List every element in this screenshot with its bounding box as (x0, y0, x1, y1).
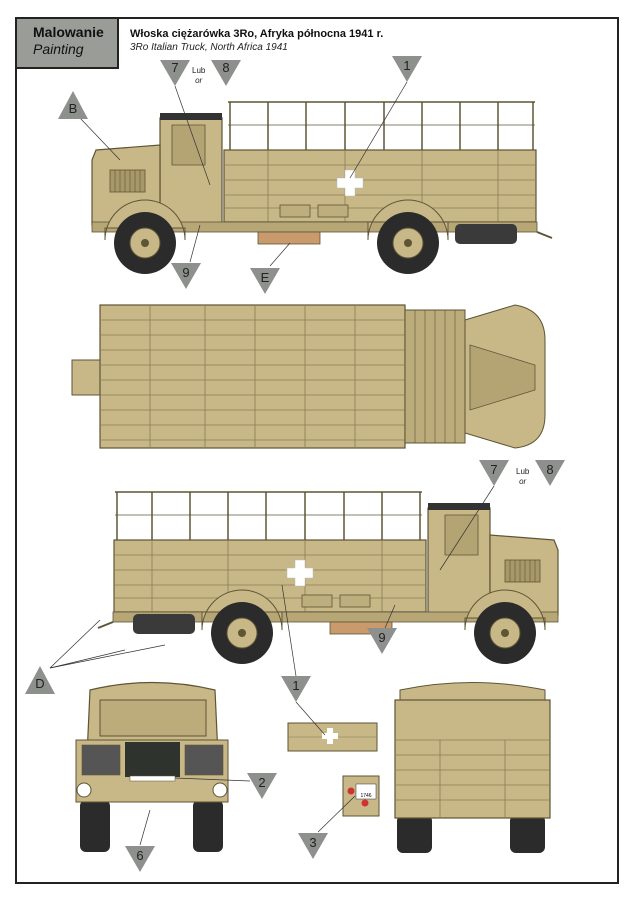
truck-side-view-left (91, 101, 553, 275)
callout-9-bottom: 9 (367, 628, 397, 654)
callout-7-top: 7 (160, 60, 190, 86)
svg-text:D: D (35, 676, 44, 691)
svg-text:9: 9 (378, 630, 385, 645)
or-pl: Lub (516, 467, 530, 476)
page-frame (15, 17, 619, 884)
callout-7-bottom: 7 (479, 460, 509, 486)
callout-2: 2 (247, 773, 277, 799)
svg-text:8: 8 (546, 462, 553, 477)
callout-1-bottom: 1 (281, 676, 311, 702)
svg-text:7: 7 (171, 60, 178, 75)
or-en: or (519, 477, 527, 486)
cargo-side-detail (287, 722, 378, 752)
svg-text:1: 1 (292, 678, 299, 693)
license-plate-detail: 1746 (342, 775, 380, 817)
plate-number: 1746 (360, 793, 371, 799)
svg-text:B: B (69, 101, 78, 116)
callout-1-top: 1 (392, 56, 422, 82)
header-label-en: Painting (33, 41, 84, 57)
callout-9-top: 9 (171, 263, 201, 289)
section-header: Malowanie Painting (15, 17, 119, 69)
callout-E: E (250, 268, 280, 294)
svg-text:8: 8 (222, 60, 229, 75)
svg-text:7: 7 (490, 462, 497, 477)
or-en: or (195, 76, 203, 85)
callout-8-top: 8 (211, 60, 241, 86)
truck-front-view (75, 681, 229, 852)
svg-text:2: 2 (258, 775, 265, 790)
page-subtitle: 3Ro Italian Truck, North Africa 1941 (130, 42, 288, 53)
callout-D: D (25, 666, 55, 694)
truck-side-view-right (97, 491, 559, 665)
truck-rear-view (394, 682, 551, 853)
or-pl: Lub (192, 66, 206, 75)
svg-text:6: 6 (136, 848, 143, 863)
callout-B: B (58, 91, 88, 119)
callout-8-bottom: 8 (535, 460, 565, 486)
svg-text:1: 1 (403, 58, 410, 73)
svg-text:E: E (261, 270, 270, 285)
header-label-pl: Malowanie (33, 24, 104, 40)
svg-text:3: 3 (309, 835, 316, 850)
truck-top-view (71, 304, 546, 449)
callout-6: 6 (125, 846, 155, 872)
svg-text:9: 9 (182, 265, 189, 280)
callout-3: 3 (298, 833, 328, 859)
page-title: Włoska ciężarówka 3Ro, Afryka północna 1… (130, 28, 384, 40)
